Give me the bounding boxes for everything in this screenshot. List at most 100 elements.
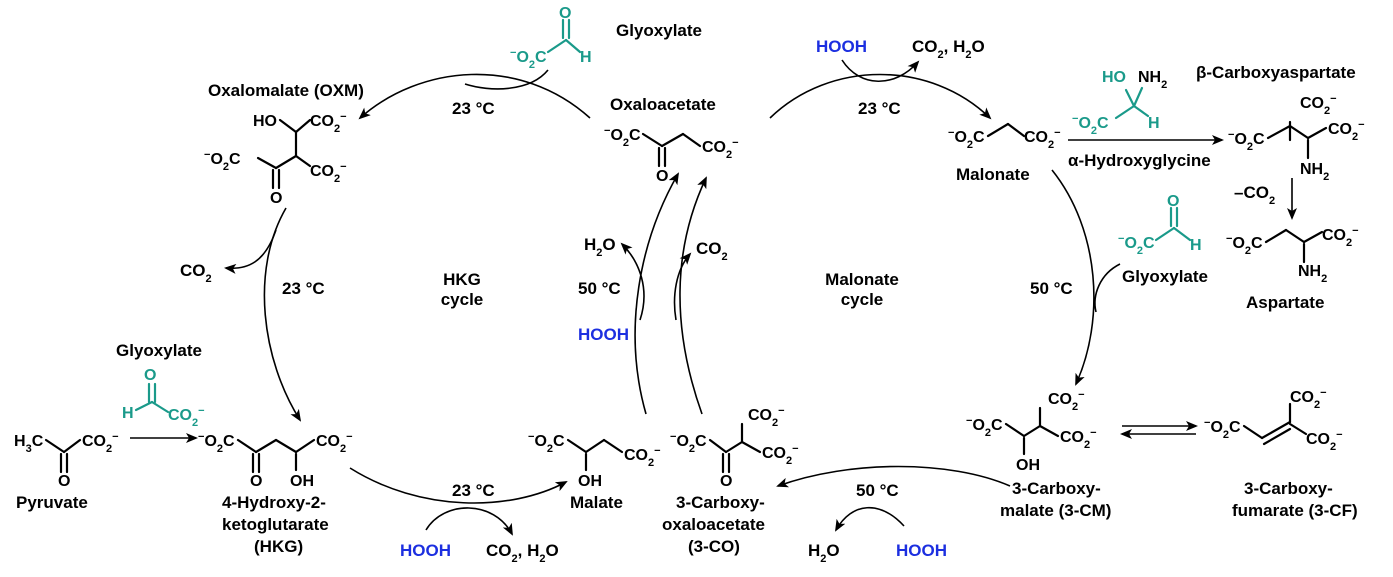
svg-text:OH: OH [1016, 457, 1040, 474]
svg-text:CO2−: CO2− [702, 137, 739, 161]
malate-structure: −O2C CO2− OH [528, 431, 661, 490]
svg-text:CO2−: CO2− [762, 443, 799, 467]
carboxymalate-label: 3-Carboxy- [1012, 479, 1101, 498]
svg-text:H3C: H3C [14, 433, 44, 455]
hkg-cycle-label-2: cycle [441, 290, 484, 309]
arrow-oxm-to-hkg [263, 207, 302, 422]
svg-text:CO2−: CO2− [1306, 429, 1343, 453]
h2o-bottom-right: H2O [808, 541, 840, 565]
hkg-label: 4-Hydroxy-2- [222, 493, 326, 512]
hkg-label-3: (HKG) [254, 537, 303, 556]
pyruvate-label: Pyruvate [16, 493, 88, 512]
hkg-structure: −O2C CO2− O OH [198, 431, 353, 490]
carboxyoxaloacetate-label-2: oxaloacetate [662, 515, 765, 534]
svg-text:HO: HO [253, 113, 277, 130]
svg-text:−O2C: −O2C [966, 415, 1003, 439]
carboxyfumarate-structure: −O2C CO2− CO2− [1204, 387, 1343, 453]
oxalomalate-label: Oxalomalate (OXM) [208, 81, 364, 100]
carboxyoxaloacetate-label: 3-Carboxy- [676, 493, 765, 512]
arrow-3co-to-oxaloacetate [679, 176, 707, 415]
svg-text:−O2C: −O2C [198, 431, 235, 455]
oxaloacetate-structure: −O2C CO2− O [604, 125, 739, 185]
svg-text:−O2C: −O2C [1072, 113, 1109, 137]
carboxyfumarate-label: 3-Carboxy- [1244, 479, 1333, 498]
arrow-oxaloacetate-to-malonate [769, 73, 992, 120]
svg-text:O: O [1167, 193, 1179, 210]
glyoxylate-right-structure: −O2C O H [1118, 193, 1202, 257]
arrow-oxaloacetate-to-oxm [358, 73, 591, 120]
svg-text:H: H [580, 49, 592, 66]
arrow-co2-out-left [224, 229, 277, 274]
arrow-hkg-to-malate [349, 467, 568, 504]
svg-text:CO2−: CO2− [310, 111, 347, 135]
carboxyoxaloacetate-structure: CO2− −O2C CO2− O [670, 405, 799, 490]
arrow-hooh-top [841, 59, 920, 82]
hooh-top: HOOH [816, 37, 867, 56]
svg-text:CO2−: CO2− [1290, 387, 1327, 411]
arrow-hooh-bottom-left [425, 507, 513, 536]
malonate-cycle-label: Malonate [825, 270, 899, 289]
temp-50-bottom: 50 °C [856, 481, 899, 500]
hydroxyglycine-structure: HO NH2 −O2C H [1072, 69, 1167, 137]
carboxyoxaloacetate-label-3: (3-CO) [688, 537, 740, 556]
arrow-glyoxylate-in-top [464, 69, 549, 90]
svg-text:CO2−: CO2− [1300, 93, 1337, 117]
glyoxylate-right-label: Glyoxylate [1122, 267, 1208, 286]
svg-text:CO2−: CO2− [748, 405, 785, 429]
carboxyaspartate-label: β-Carboxyaspartate [1196, 63, 1356, 82]
svg-text:−O2C: −O2C [528, 431, 565, 455]
malonate-label: Malonate [956, 165, 1030, 184]
svg-text:CO2−: CO2− [1328, 119, 1365, 143]
arrow-hooh-bottom-right [835, 506, 905, 532]
svg-text:O: O [58, 473, 70, 490]
svg-text:H: H [1148, 115, 1160, 132]
temp-50-right: 50 °C [1030, 279, 1073, 298]
co2-center: CO2 [696, 239, 728, 263]
svg-text:−O2C: −O2C [1226, 233, 1263, 257]
svg-text:CO2−: CO2− [1322, 225, 1359, 249]
svg-text:CO2−: CO2− [1024, 127, 1061, 151]
hydroxyglycine-label: α-Hydroxyglycine [1068, 151, 1211, 170]
hooh-center: HOOH [578, 325, 629, 344]
svg-text:CO2−: CO2− [1060, 427, 1097, 451]
svg-text:−O2C: −O2C [670, 431, 707, 455]
glyoxylate-left-label: Glyoxylate [116, 341, 202, 360]
svg-text:OH: OH [578, 473, 602, 490]
carboxyfumarate-label-2: fumarate (3-CF) [1232, 501, 1358, 520]
arrow-glyoxylate-in-right [1094, 263, 1121, 313]
carboxymalate-structure: CO2− −O2C CO2− OH [966, 389, 1097, 474]
svg-text:OH: OH [290, 473, 314, 490]
svg-text:NH2: NH2 [1300, 161, 1329, 183]
arrow-malonate-to-3cm [1051, 169, 1095, 386]
glyoxylate-top-label: Glyoxylate [616, 21, 702, 40]
hkg-label-2: ketoglutarate [222, 515, 329, 534]
svg-text:H: H [1190, 237, 1202, 254]
arrow-3cm-to-3co [776, 465, 1011, 488]
temp-23-top-right: 23 °C [858, 99, 901, 118]
svg-text:HO: HO [1102, 69, 1126, 86]
minus-co2-label: –CO2 [1234, 183, 1275, 207]
co2-h2o-bottom: CO2, H2O [486, 541, 559, 565]
arrow-malate-to-oxaloacetate [634, 172, 679, 415]
hkg-cycle-label: HKG [443, 270, 481, 289]
temp-50-center: 50 °C [578, 279, 621, 298]
carboxyaspartate-structure: CO2− −O2C CO2− NH2 [1228, 93, 1365, 183]
aspartate-structure: −O2C CO2− NH2 [1226, 225, 1359, 285]
svg-text:−O2C: −O2C [1228, 129, 1265, 153]
temp-23-bottom: 23 °C [452, 481, 495, 500]
svg-text:O: O [144, 367, 156, 384]
svg-text:CO2−: CO2− [82, 431, 119, 455]
svg-text:O: O [559, 5, 571, 22]
svg-text:CO2−: CO2− [310, 161, 347, 185]
svg-text:NH2: NH2 [1298, 263, 1327, 285]
oxalomalate-structure: HO CO2− CO2− −O2C O [204, 111, 347, 207]
co2-h2o-top: CO2, H2O [912, 37, 985, 61]
hooh-bottom-right: HOOH [896, 541, 947, 560]
malonate-cycle-label-2: cycle [841, 290, 884, 309]
oxaloacetate-label: Oxaloacetate [610, 95, 716, 114]
svg-text:H: H [122, 405, 134, 422]
svg-text:−O2C: −O2C [1118, 233, 1155, 257]
svg-text:CO2−: CO2− [1048, 389, 1085, 413]
h2o-center: H2O [584, 235, 616, 259]
